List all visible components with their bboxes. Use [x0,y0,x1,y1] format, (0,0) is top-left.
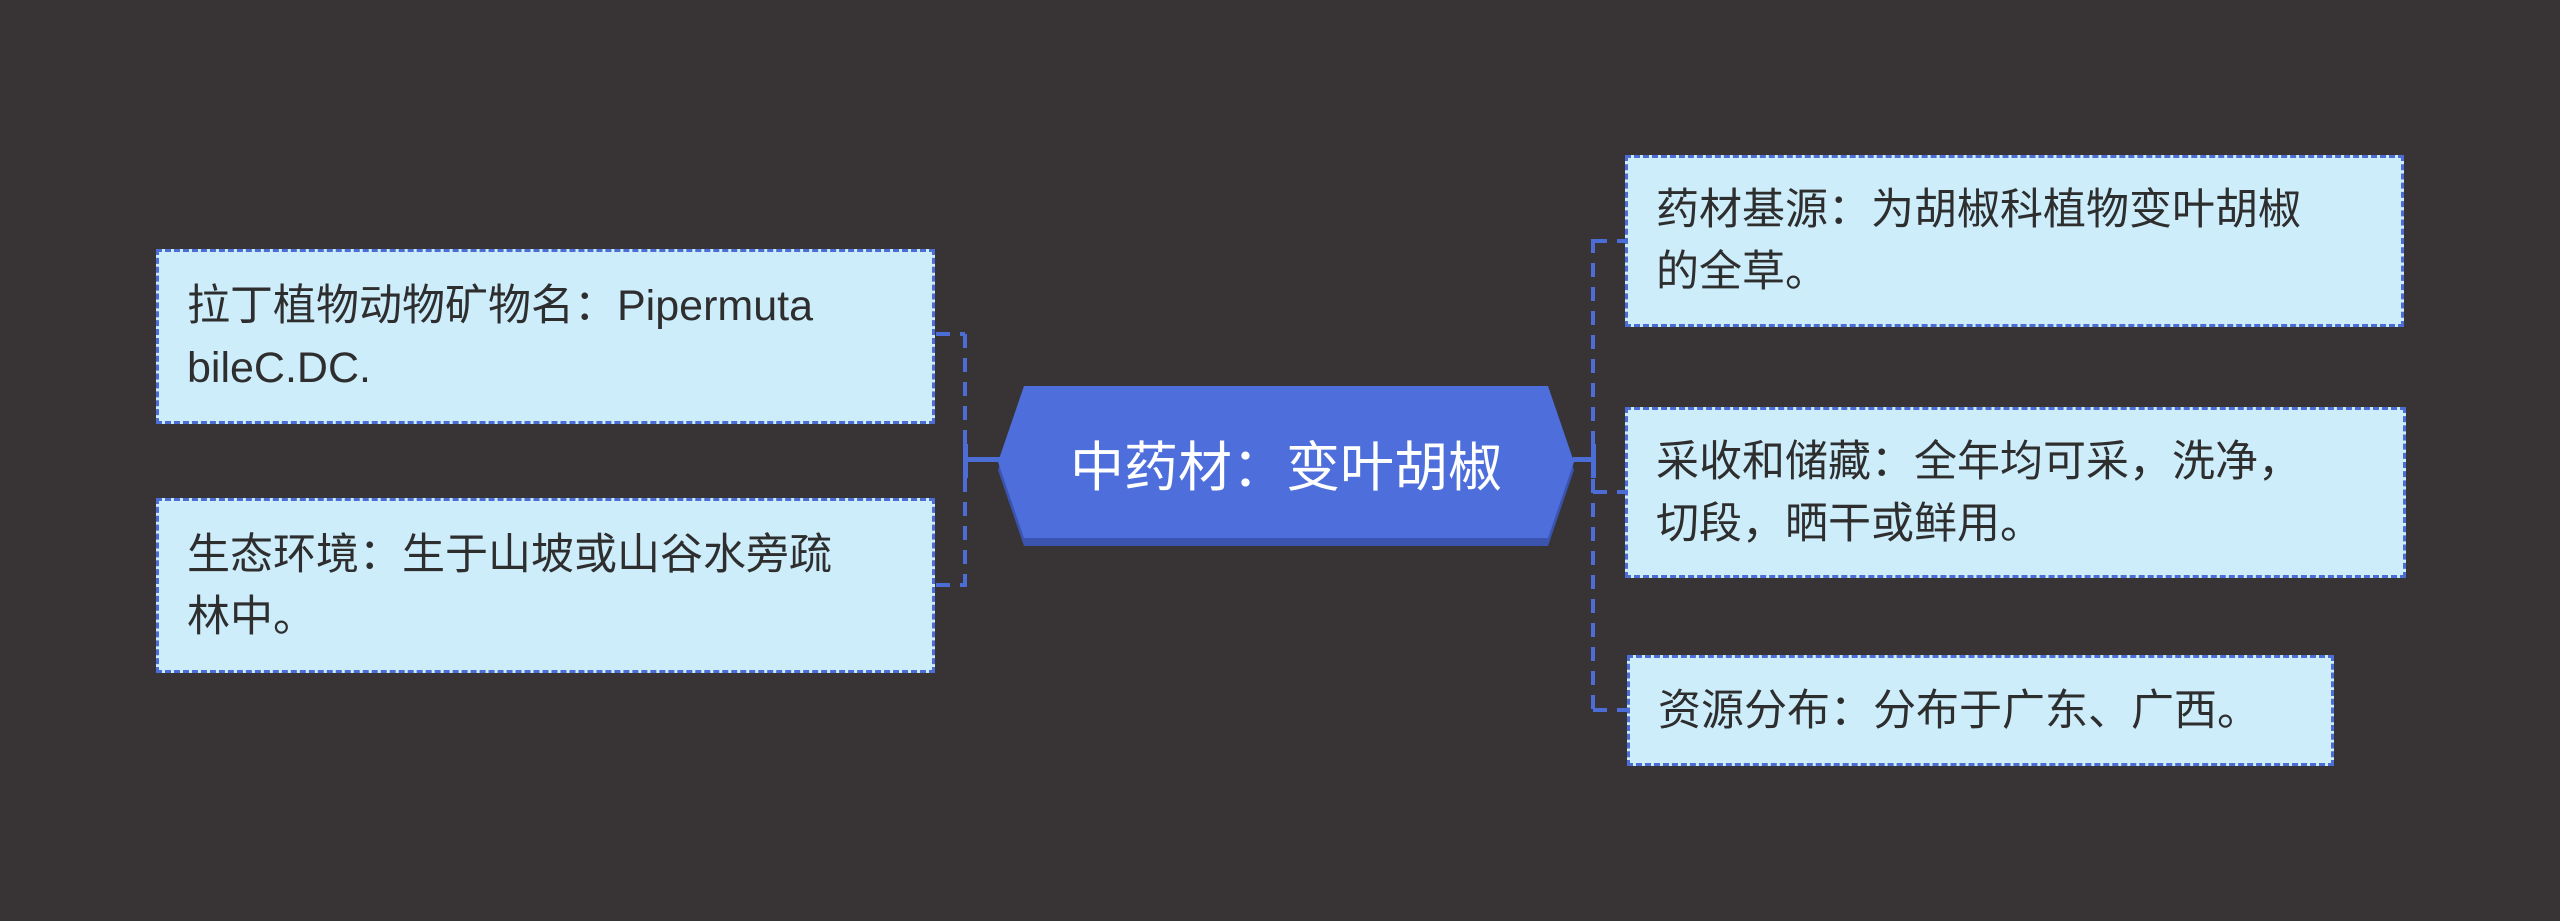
branch-box-distribution[interactable]: 资源分布：分布于广东、广西。 [1627,655,2334,766]
connector-right-solid-line [1573,457,1593,462]
branch-text-line: 切段，晒干或鲜用。 [1656,499,2043,548]
branch-text-line: 药材基源：为胡椒科植物变叶胡椒 [1656,186,2301,234]
center-node-label: 中药材：变叶胡椒 [1070,437,1502,498]
center-node[interactable]: 中药材：变叶胡椒 [998,386,1574,538]
branch-text-line: bileC.DC. [187,343,371,392]
collapse-handle-left[interactable] [963,444,968,478]
branch-text-line: 生态环境：生于山坡或山谷水旁疏 [187,530,832,579]
connector-right-stub-source [1593,239,1626,243]
branch-text-line: 采收和储藏：全年均可采，洗净， [1656,437,2301,486]
branch-text-line: 林中。 [187,592,316,641]
collapse-handle-right[interactable] [1591,444,1596,478]
branch-text-line: 拉丁植物动物矿物名：Pipermuta [187,281,813,330]
center-node-shape: 中药材：变叶胡椒 [998,386,1574,538]
branch-box-ecology[interactable]: 生态环境：生于山坡或山谷水旁疏 林中。 [156,498,935,673]
branch-text-line: 资源分布：分布于广东、广西。 [1658,686,2260,735]
connector-right-stub-harvest [1593,490,1626,494]
branch-box-source[interactable]: 药材基源：为胡椒科植物变叶胡椒 的全草。 [1625,155,2404,327]
branch-text-line: 的全草。 [1656,248,1828,296]
connector-left-stub-latin-name [936,332,965,336]
branch-box-harvest[interactable]: 采收和储藏：全年均可采，洗净， 切段，晒干或鲜用。 [1625,407,2406,578]
branch-box-latin-name[interactable]: 拉丁植物动物矿物名：Pipermuta bileC.DC. [156,249,935,424]
connector-left-solid-line [967,457,1000,462]
connector-left-stub-ecology [936,583,965,587]
connector-right-stub-distribution [1593,708,1628,712]
